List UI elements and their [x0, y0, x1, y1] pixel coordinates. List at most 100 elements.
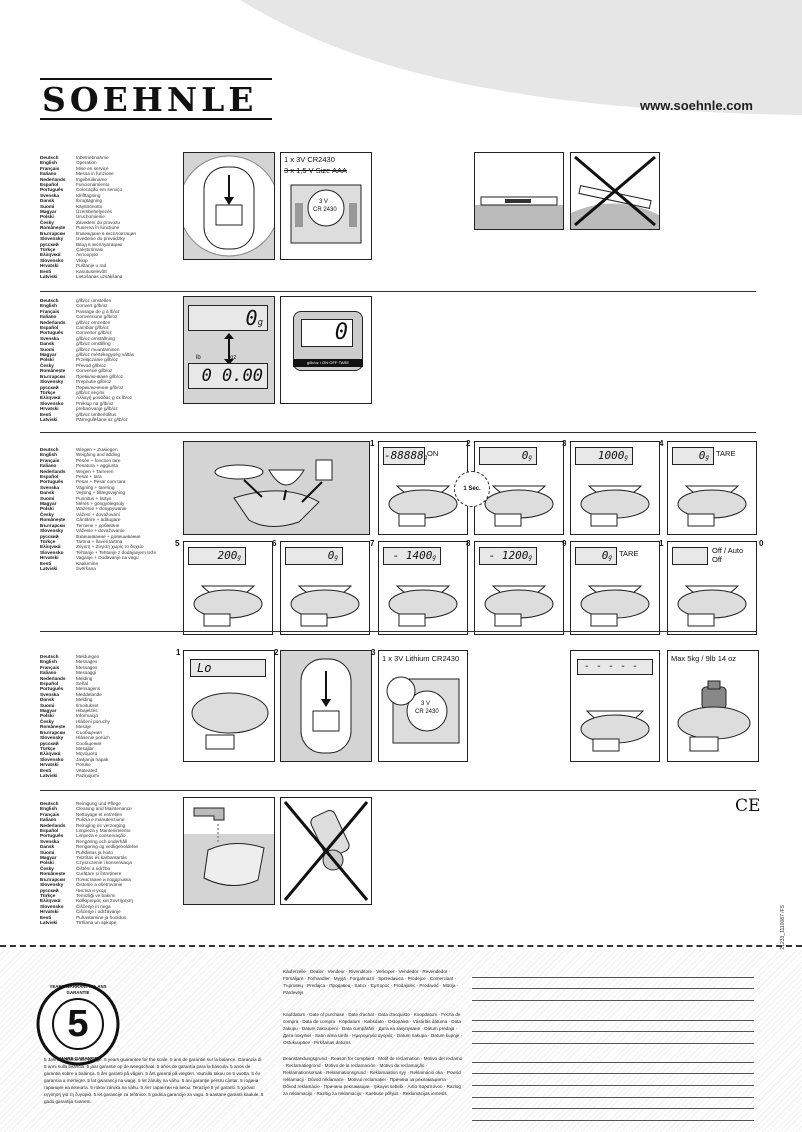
language-name: Latviski: [40, 273, 58, 279]
panel-unit-button: 0 g/lb/oz / ON·OFF·TARE: [280, 296, 372, 404]
translated-heading: Messages: [76, 659, 98, 665]
language-name: Français: [40, 165, 60, 171]
translated-heading: Przełączanie g/lb/oz: [76, 357, 118, 363]
language-name: English: [40, 452, 57, 458]
language-name: Hrvatski: [40, 762, 59, 768]
translated-heading: Μηνύματα: [76, 751, 98, 757]
panel-unit-display: 0g lb oz 0 0.00: [183, 296, 275, 404]
step-unit: g: [528, 554, 532, 561]
language-name: Românește: [40, 368, 66, 374]
translated-heading: Теглене + добавяне: [76, 522, 120, 528]
translated-heading: Vägning + tarering: [76, 484, 115, 490]
step-label: TARE: [716, 449, 736, 458]
language-name: Eesti: [40, 560, 52, 566]
language-name: Türkçe: [40, 892, 56, 898]
translated-heading: Uvedenie do prevádzky: [76, 236, 125, 242]
website-url: www.soehnle.com: [640, 98, 753, 113]
translated-heading: Funcionamiento: [76, 182, 110, 188]
translated-heading: Operation: [76, 160, 97, 166]
translated-heading: g/lb/oz umstellen: [76, 298, 112, 303]
step-display: 0g: [575, 547, 617, 565]
language-name: English: [40, 303, 57, 309]
language-name: Dansk: [40, 490, 55, 496]
translated-heading: Mesajlar: [76, 745, 94, 751]
dealer-label: Käuferzeile · Dealer · Vendeur · Rivendi…: [283, 969, 459, 995]
translated-heading: Αλλαγή μονάδας g σε lb/oz: [76, 395, 133, 401]
language-name: Ελληνικά: [40, 395, 61, 401]
language-name: Česky: [40, 219, 54, 225]
dealer-field[interactable]: [472, 966, 754, 1002]
language-row: Ελληνικά Αλλαγή μονάδας g σε lb/oz: [40, 395, 134, 400]
translated-heading: Preklop na g/lb/oz: [76, 400, 114, 406]
translated-heading: g/lb/oz omstilling: [76, 341, 111, 347]
section-divider: [40, 631, 756, 632]
language-name: Deutsch: [40, 654, 59, 659]
translated-heading: Messa in funzione: [76, 171, 114, 177]
panel-battery-insert: 1 x 3V CR2430 3 x 1,5 V Size AAA 3 V CR …: [280, 152, 372, 260]
warranty-years: 5: [67, 1003, 89, 1045]
language-name: русский: [40, 241, 59, 247]
translated-heading: Ilmoitukset: [76, 702, 99, 708]
language-name: Česky: [40, 511, 54, 517]
translated-heading: Hlásenie porúch: [76, 735, 110, 741]
language-name: Magyar: [40, 855, 57, 861]
step-label: Off / Auto Off: [712, 546, 744, 564]
language-name: Slovensko: [40, 756, 64, 762]
translated-heading: Çalıştırılması: [76, 246, 104, 252]
language-name: Português: [40, 686, 64, 692]
step-display: - 1200g: [479, 547, 537, 565]
purchase-date-field[interactable]: [472, 1009, 754, 1045]
language-name: Türkçe: [40, 389, 56, 395]
language-name: Français: [40, 811, 60, 817]
translated-heading: Punnitus + lisäys: [76, 495, 112, 501]
translated-heading: g/lb/oz ümberlülitus: [76, 411, 117, 417]
translated-heading: Pulizia e manutenzione: [76, 817, 125, 823]
translated-heading: Paziņojumi: [76, 772, 99, 778]
language-name: Svenska: [40, 484, 60, 490]
step-display: [672, 547, 708, 565]
language-name: Magyar: [40, 209, 57, 215]
soehnle-logo: SOEHNLE: [40, 78, 272, 120]
translated-heading: Καθαρισμός και Συντήρηση: [76, 898, 133, 904]
translated-heading: Prepnutie g/lb/oz: [76, 379, 112, 385]
translated-heading: Converter g/lb/oz: [76, 330, 112, 336]
language-name: Ελληνικά: [40, 898, 61, 904]
translated-heading: Puhastamine ja hooldus: [76, 914, 127, 920]
on-off-tare-button[interactable]: g/lb/oz / ON·OFF·TARE: [293, 359, 363, 367]
language-name: Nederlands: [40, 675, 66, 681]
translated-heading: Conversie g/lb/oz: [76, 368, 113, 374]
translated-heading: Wiegen + Zuwiegen: [76, 447, 118, 452]
step-number: 7: [370, 539, 375, 548]
complaint-field[interactable]: [472, 1051, 754, 1122]
panel-no-abrasives: [280, 797, 372, 905]
translated-heading: Kaalumine: [76, 560, 99, 566]
panel-max-capacity: Max 5kg / 9lb 14 oz: [667, 650, 759, 762]
panel-battery-open: [183, 152, 275, 260]
language-name: English: [40, 806, 57, 812]
